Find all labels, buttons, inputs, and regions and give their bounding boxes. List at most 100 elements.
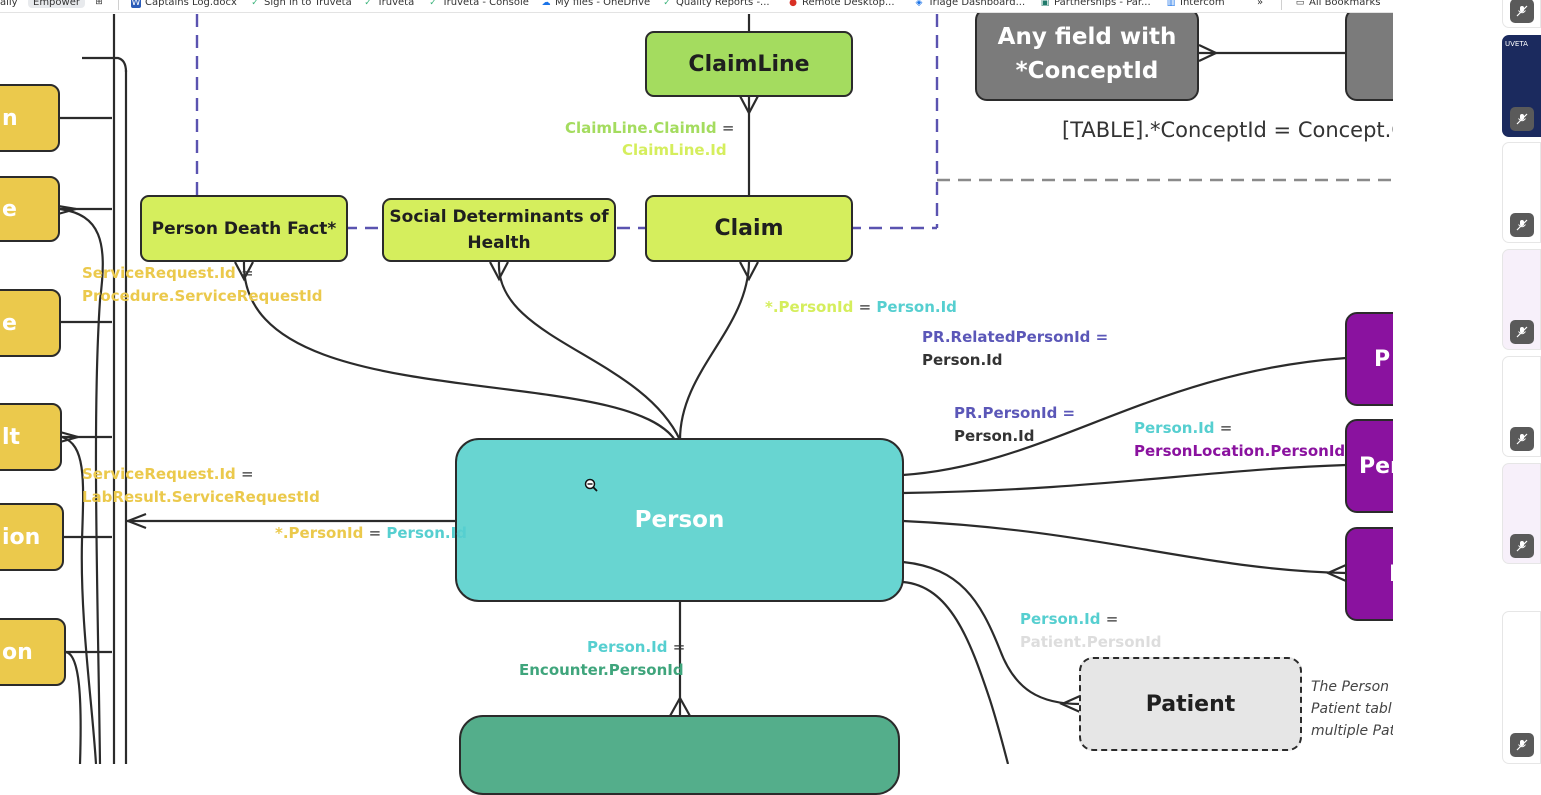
servicerequest-join-label-2: ServiceRequest.Id = [82, 465, 254, 483]
pr-relatedpersonid-label: PR.RelatedPersonId = [922, 328, 1109, 346]
all-bookmarks-button[interactable]: ▭ All Bookmarks [1295, 0, 1381, 8]
bookmarks-overflow-button[interactable]: » [1257, 0, 1263, 8]
left-node-label: e [2, 196, 17, 222]
bookmark-partnerships[interactable]: ▣ Partnerships - Par... [1040, 0, 1151, 8]
muted-mic-icon [1510, 427, 1534, 451]
bookmark-label: aily [0, 0, 18, 8]
left-yellow-node-4[interactable]: lt [0, 403, 62, 471]
meeting-participants-panel: UVETA [1393, 0, 1541, 764]
social-determinants-node[interactable]: Social Determinants of Health [382, 198, 616, 262]
zoom-out-cursor-icon [584, 478, 598, 492]
person-node[interactable]: Person [455, 438, 904, 602]
patient-node[interactable]: Patient [1079, 657, 1302, 751]
node-label: P [1374, 346, 1391, 372]
participant-video-tile[interactable]: UVETA [1502, 35, 1541, 137]
left-node-label: lt [2, 424, 21, 450]
node-label-line1: Social Determinants of [389, 207, 609, 227]
bookmark-onedrive[interactable]: ☁ My files - OneDrive [541, 0, 651, 8]
onedrive-icon: ☁ [541, 0, 551, 8]
bookmark-truveta-console[interactable]: ✓ Truveta - Console [428, 0, 529, 8]
servicerequest-join-label-1: ServiceRequest.Id = [82, 264, 254, 282]
bookmark-remote-desktop[interactable]: ● Remote Desktop... [788, 0, 895, 8]
bookmark-intercom[interactable]: ▥ Intercom [1166, 0, 1225, 8]
concept-join-formula: [TABLE].*ConceptId = Concept.C [1062, 118, 1407, 142]
diagram-canvas[interactable] [0, 13, 1393, 764]
node-label-line2: *ConceptId [1015, 57, 1159, 84]
person-id-pr1-label: Person.Id [922, 351, 1003, 369]
left-node-label: ion [2, 524, 41, 550]
person-death-fact-node[interactable]: Person Death Fact* [140, 195, 348, 262]
apps-grid-icon: ⊞ [95, 0, 103, 7]
encounter-join-label: Person.Id = [587, 638, 686, 656]
patient-personid-label: Patient.PersonId [1020, 633, 1162, 651]
node-label: Patient [1145, 691, 1236, 717]
muted-mic-icon [1510, 213, 1534, 237]
person-id-pr2-label: Person.Id [954, 427, 1035, 445]
left-yellow-node-1[interactable]: n [0, 84, 60, 152]
left-yellow-node-6[interactable]: on [0, 618, 66, 686]
patient-note-line2: Patient tabl [1311, 701, 1392, 717]
bookmark-label: Captains Log.docx [145, 0, 237, 8]
bookmark-quality-reports[interactable]: ✓ Quality Reports -... [662, 0, 770, 8]
folder-icon: ▭ [1295, 0, 1305, 8]
participant-tile[interactable] [1502, 356, 1541, 457]
bookmark-label: Remote Desktop... [802, 0, 895, 8]
node-label: Person [634, 507, 725, 533]
bookmark-captains-log[interactable]: W Captains Log.docx [131, 0, 237, 8]
claim-node[interactable]: Claim [645, 195, 853, 262]
muted-mic-icon [1510, 320, 1534, 344]
pr-personid-label: PR.PersonId = [954, 404, 1076, 422]
bookmark-daily[interactable]: aily [0, 0, 18, 8]
left-yellow-node-2[interactable]: e [0, 176, 60, 242]
truveta-icon: ✓ [364, 0, 372, 8]
participant-tile[interactable] [1502, 463, 1541, 564]
chevron-double-right-icon: » [1257, 0, 1264, 8]
bookmark-sign-in-truveta[interactable]: ✓ Sign in to Truveta [250, 0, 352, 8]
word-icon: W [131, 0, 141, 8]
bookmark-truveta[interactable]: ✓ Truveta [363, 0, 414, 8]
bookmark-label: My files - OneDrive [555, 0, 651, 8]
participant-tile[interactable] [1502, 249, 1541, 350]
apps-grid-button[interactable]: ⊞ [94, 0, 104, 7]
all-bookmarks-label: All Bookmarks [1309, 0, 1381, 8]
partnerships-icon: ▣ [1040, 0, 1050, 8]
bookmark-label: Quality Reports -... [676, 0, 770, 8]
truveta-icon: ✓ [429, 0, 437, 8]
personlocation-personid-label: PersonLocation.PersonId [1134, 442, 1346, 460]
bookmarks-divider [118, 0, 119, 10]
relationship-lines [57, 14, 1393, 764]
participant-tile[interactable] [1502, 142, 1541, 243]
node-label: Person Death Fact* [151, 218, 337, 239]
left-yellow-node-3[interactable]: e [0, 289, 61, 357]
node-label: Claim [714, 216, 784, 241]
encounter-node[interactable] [459, 715, 900, 795]
bookmark-empower[interactable]: Empower [28, 0, 85, 8]
bookmark-label: Truveta [377, 0, 415, 8]
muted-mic-icon [1510, 733, 1534, 757]
claimline-id-label: ClaimLine.Id [622, 141, 727, 159]
patient-join-label: Person.Id = [1020, 610, 1119, 628]
bookmarks-bar: aily Empower ⊞ W Captains Log.docx ✓ Sig… [0, 0, 1393, 13]
participant-tile[interactable] [1502, 0, 1541, 28]
bookmark-label: Triage Dashboard... [928, 0, 1026, 8]
any-field-conceptid-node[interactable]: Any field with *ConceptId [975, 8, 1199, 101]
left-node-label: on [2, 639, 33, 665]
patient-note-line1: The Person i [1311, 679, 1398, 695]
claimline-node[interactable]: ClaimLine [645, 31, 853, 97]
bookmark-label: Intercom [1180, 0, 1225, 8]
muted-mic-icon [1510, 534, 1534, 558]
bookmark-label: Truveta - Console [442, 0, 529, 8]
claimline-join-label: ClaimLine.ClaimId = [565, 119, 735, 137]
bookmark-triage-dashboard[interactable]: ◈ Triage Dashboard... [914, 0, 1026, 8]
participant-tile[interactable] [1502, 611, 1541, 764]
truveta-icon: ✓ [663, 0, 671, 8]
left-node-label: n [2, 105, 18, 131]
muted-mic-icon [1510, 107, 1534, 131]
intercom-icon: ▥ [1166, 0, 1176, 8]
node-label-line1: Any field with [997, 24, 1177, 51]
patient-note-line3: multiple Pat [1311, 723, 1396, 739]
left-yellow-node-5[interactable]: ion [0, 503, 64, 571]
bookmark-label: Empower [28, 0, 85, 8]
left-person-join-label: *.PersonId = Person.Id [275, 524, 467, 542]
bookmark-label: Partnerships - Par... [1054, 0, 1151, 8]
